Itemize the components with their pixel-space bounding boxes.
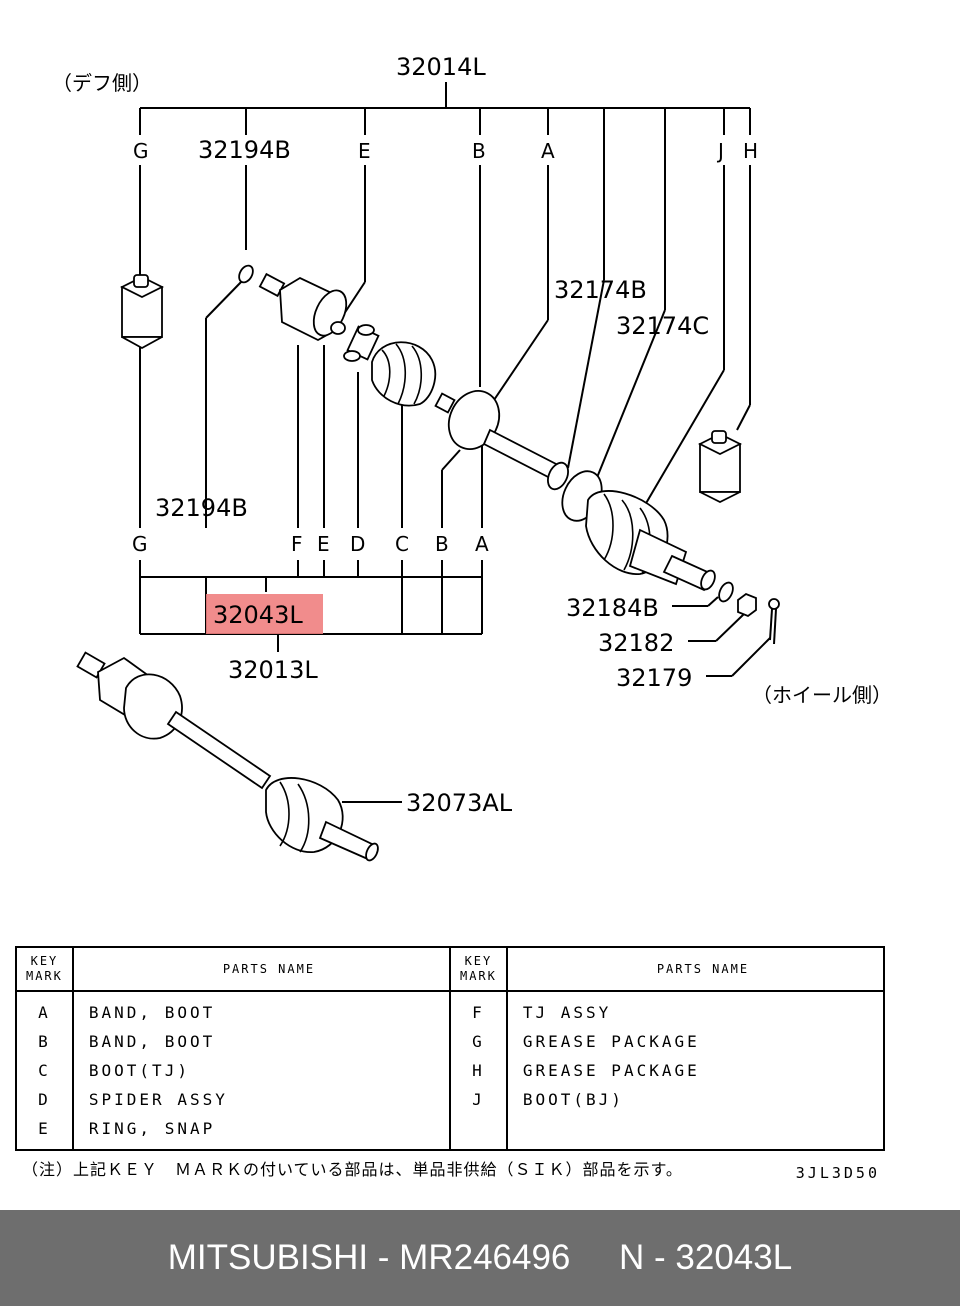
part-32013l-label: 32013L (228, 656, 318, 684)
bottom-key-g: G (132, 532, 148, 556)
part-name-cell: TJ ASSY (522, 1003, 612, 1022)
outer-joint-icon (628, 528, 716, 592)
top-leader-lines (139, 82, 751, 528)
part-name-cell: GREASE PACKAGE (522, 1061, 700, 1080)
key-mark-cell: B (16, 1027, 74, 1056)
nut-32182-icon (737, 592, 757, 618)
bottom-key-c: C (395, 532, 409, 556)
table-row: A BAND, BOOT F TJ ASSY (16, 991, 884, 1027)
part-name-cell: BAND, BOOT (72, 991, 451, 1027)
key-mark-cell: A (16, 991, 74, 1027)
key-mark-cell: D (16, 1085, 74, 1114)
snap-ring-32194b-icon (238, 264, 254, 284)
part-32179-label: 32179 (616, 664, 692, 692)
bottom-key-f: F (291, 532, 303, 556)
part-32043l-label: 32043L (213, 601, 303, 629)
table-row: C BOOT(TJ) H GREASE PACKAGE (16, 1056, 884, 1085)
right-leader-lines (342, 596, 771, 803)
key-mark-cell: E (16, 1114, 74, 1150)
grease-package-h-icon (697, 430, 743, 504)
cotter-pin-32179-icon (768, 598, 780, 645)
top-key-j: J (716, 139, 724, 163)
part-32174c-label: 32174C (616, 312, 709, 340)
part-name-cell: BOOT(BJ) (522, 1090, 624, 1109)
top-key-e: E (358, 139, 371, 163)
complete-shaft-32073al-icon (76, 651, 379, 862)
highlight-32043l (206, 594, 323, 634)
top-key-g: G (133, 139, 149, 163)
key-mark-cell: H (449, 1056, 508, 1085)
part-32194b-mid-label: 32194B (155, 494, 248, 522)
washer-32184b-icon (718, 581, 734, 603)
bottom-key-b: B (435, 532, 449, 556)
part-32073al-label: 32073AL (406, 789, 513, 817)
bottom-bracket-lines (139, 345, 483, 652)
table-row: D SPIDER ASSY J BOOT(BJ) (16, 1085, 884, 1114)
boot-tj-icon (371, 341, 437, 407)
footnote-text: （注）上記ＫＥＹ ＭＡＲＫの付いている部品は、単品非供給（ＳＩＫ）部品を示す。 (22, 1160, 683, 1179)
key-mark-cell: F (449, 991, 508, 1027)
diff-side-label: （デフ側） (52, 71, 152, 95)
part-name-cell: RING, SNAP (72, 1114, 451, 1150)
part-name-cell: SPIDER ASSY (72, 1085, 451, 1114)
spider-assy-icon (343, 324, 380, 362)
key-mark-cell: J (449, 1085, 508, 1114)
top-key-h: H (743, 139, 758, 163)
part-name-cell (507, 1114, 884, 1150)
table-row: B BAND, BOOT G GREASE PACKAGE (16, 1027, 884, 1056)
footer-bar: MITSUBISHI - MR246496 N - 32043L (0, 1210, 960, 1306)
part-32184b-label: 32184B (566, 594, 659, 622)
key-mark-cell (449, 1114, 508, 1150)
key-mark-cell: G (449, 1027, 508, 1056)
bottom-key-e: E (317, 532, 330, 556)
top-key-b: B (472, 139, 486, 163)
wheel-side-label: （ホイール側） (752, 683, 892, 707)
exploded-parts-diagram: （デフ側） （ホイール側） 32014L 32194B 32174B 32174… (52, 53, 892, 862)
key-mark-cell: C (16, 1056, 74, 1085)
part-32182-label: 32182 (598, 629, 674, 657)
grease-package-g-icon (119, 274, 165, 350)
drive-shaft-icon (482, 428, 569, 491)
footer-part-number-text: MITSUBISHI - MR246496 N - 32043L (167, 1238, 793, 1277)
part-32014l-label: 32014L (396, 53, 486, 81)
table-row: E RING, SNAP (16, 1114, 884, 1150)
part-name-cell: GREASE PACKAGE (522, 1032, 700, 1051)
top-key-a: A (541, 139, 555, 163)
part-name-cell: BAND, BOOT (72, 1027, 451, 1056)
boot-band-b-icon (434, 390, 501, 450)
part-32194b-top-label: 32194B (198, 136, 291, 164)
part-32174b-label: 32174B (554, 276, 647, 304)
drawing-code: 3JL3D50 (795, 1164, 880, 1182)
parts-name-header-right: PARTS NAME (506, 947, 884, 992)
part-name-cell: BOOT(TJ) (72, 1056, 451, 1085)
bottom-key-d: D (350, 532, 365, 556)
tj-assy-icon (258, 272, 348, 342)
parts-name-header-left: PARTS NAME (72, 947, 451, 992)
bottom-key-a: A (475, 532, 489, 556)
